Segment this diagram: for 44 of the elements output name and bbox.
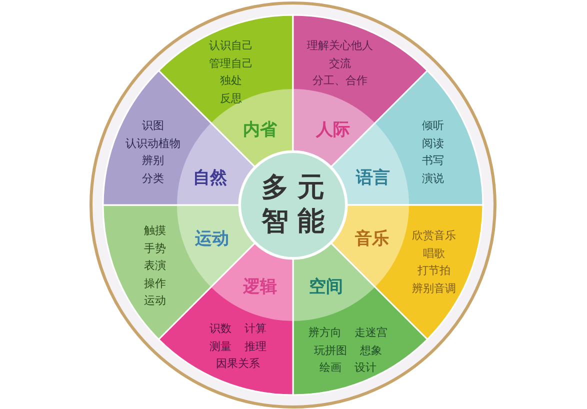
skill-text: 独处 [220,74,242,88]
skill-text: 走迷宫 [354,326,388,340]
sector-heading: 运动 [195,228,229,250]
skill-text: 理解关心他人 [307,38,373,54]
skill-text: 分工、合作 [312,74,368,88]
sector-heading: 空间 [309,276,343,298]
skill-text: 手势 [144,241,166,256]
skill-text: 打节拍 [418,264,450,278]
sector-heading: 音乐 [355,228,389,250]
skill-text: 演说 [422,171,444,186]
skill-text: 管理自己 [209,56,253,71]
skill-text: 倾听 [422,118,444,134]
skill-text: 想象 [360,343,382,358]
skill-text: 辨别音调 [412,281,456,296]
skill-text: 操作 [144,276,166,291]
skill-text: 识图 [142,118,164,134]
sector-heading: 语言 [356,168,390,188]
skill-text: 分类 [142,171,164,186]
skill-text: 玩拼图 [314,343,347,358]
sector-heading: 人际 [316,120,350,140]
center-title: 多元智能 [260,171,334,239]
skill-text: 表演 [144,258,166,274]
skill-text: 因果关系 [216,356,260,372]
skill-text: 书写 [422,154,444,168]
skill-text: 推理 [244,339,266,354]
skill-text: 触摸 [144,224,166,238]
skill-text: 阅读 [422,136,444,151]
skill-text: 绘画 [320,360,342,376]
skill-text: 运动 [144,294,166,308]
skill-text: 唱歌 [423,246,445,261]
skill-text: 认识自己 [209,38,253,54]
skill-text: 设计 [354,360,376,376]
skill-text: 认识动植物 [126,136,180,151]
sector-heading: 自然 [193,168,227,188]
skill-text: 欣赏音乐 [412,228,456,244]
skill-text: 识数 [210,322,232,336]
skill-text: 反思 [220,91,242,106]
skill-text: 辨方向 [308,326,342,340]
skill-text: 交流 [329,56,351,71]
skill-text: 计算 [244,322,266,336]
skill-text: 测量 [210,339,232,354]
skill-text: 辨别 [142,154,164,168]
sector-heading: 内省 [243,120,277,140]
sector-heading: 逻辑 [243,276,277,298]
